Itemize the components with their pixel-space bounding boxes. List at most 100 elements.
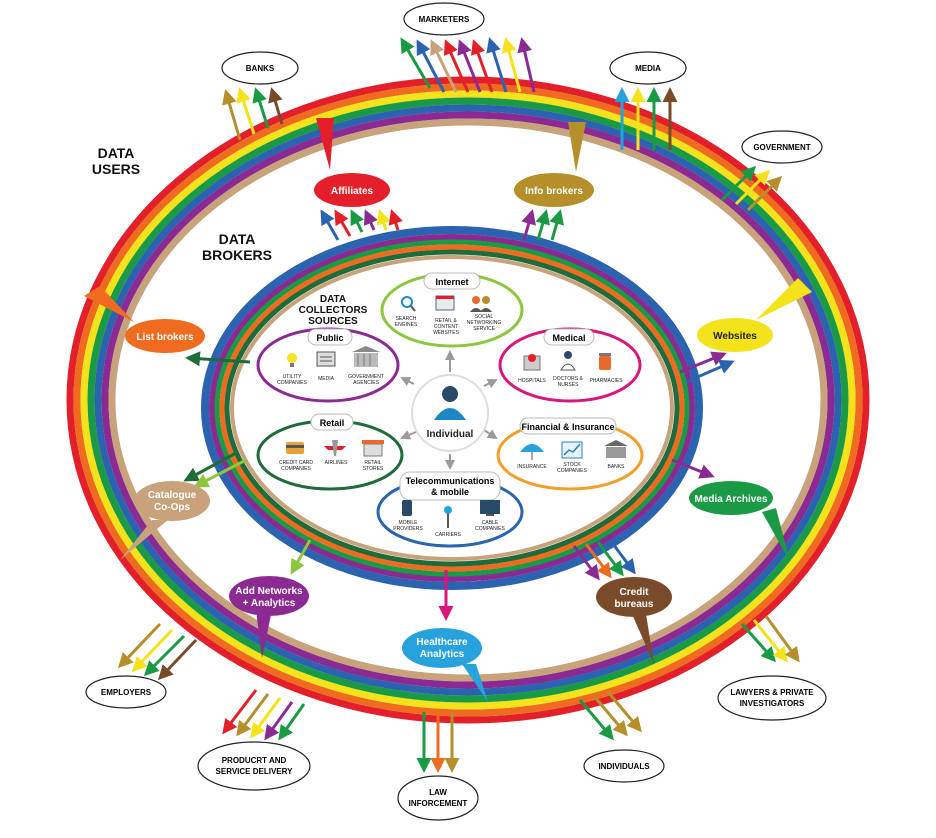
svg-text:ENGINES: ENGINES [395, 322, 418, 328]
cluster-medical: Medical HOSPITALS DOCTORS &NURSES PHARMA… [498, 327, 642, 403]
svg-text:COMPANIES: COMPANIES [277, 380, 307, 386]
svg-text:COLLECTORS: COLLECTORS [299, 305, 368, 316]
heading-data-brokers: DATA BROKERS [202, 231, 272, 263]
search-icon [401, 296, 416, 312]
svg-text:AIRLINES: AIRLINES [325, 460, 348, 466]
svg-text:CARRIERS: CARRIERS [435, 532, 462, 538]
svg-text:MEDIA: MEDIA [635, 64, 661, 73]
svg-text:UTILITY: UTILITY [283, 374, 302, 380]
svg-text:List brokers: List brokers [136, 332, 194, 343]
cluster-title: Medical [552, 333, 585, 343]
user-government: GOVERNMENT [741, 130, 823, 164]
svg-text:LAW: LAW [429, 788, 447, 797]
svg-text:+ Analytics: + Analytics [243, 598, 296, 609]
mobile-phone-icon [402, 500, 412, 516]
svg-text:PROVIDERS: PROVIDERS [393, 526, 423, 532]
svg-text:GOVERNMENT: GOVERNMENT [348, 374, 384, 380]
building-icon [352, 346, 380, 367]
svg-text:COMPANIES: COMPANIES [475, 526, 505, 532]
svg-text:STOCK: STOCK [563, 462, 581, 468]
svg-text:WEBSITES: WEBSITES [433, 330, 460, 336]
svg-text:Catalogue: Catalogue [148, 490, 197, 501]
doctor-icon [560, 351, 576, 371]
svg-text:INFORCEMENT: INFORCEMENT [409, 799, 468, 808]
svg-text:AGENCIES: AGENCIES [353, 380, 380, 386]
svg-text:INVESTIGATORS: INVESTIGATORS [740, 699, 805, 708]
svg-text:COMPANIES: COMPANIES [281, 466, 311, 472]
tv-icon [480, 500, 500, 516]
svg-text:GOVERNMENT: GOVERNMENT [753, 143, 810, 152]
svg-text:bureaus: bureaus [615, 599, 654, 610]
svg-text:PHARMACIES: PHARMACIES [589, 378, 623, 384]
svg-text:DATA: DATA [219, 231, 256, 247]
svg-text:SERVICE: SERVICE [473, 326, 496, 332]
hospital-icon [523, 354, 541, 371]
cluster-title: Internet [435, 277, 468, 287]
heading-collectors: DATA COLLECTORS SOURCES [299, 294, 368, 327]
broker-catalogue: Catalogue Co-Ops [120, 481, 210, 560]
svg-text:SOCIAL: SOCIAL [475, 314, 494, 320]
broker-list-brokers: List brokers [84, 286, 205, 353]
svg-text:CONTENT: CONTENT [434, 324, 458, 330]
website-icon [435, 295, 455, 311]
svg-text:CABLE: CABLE [482, 520, 499, 526]
svg-text:MARKETERS: MARKETERS [419, 15, 470, 24]
svg-text:MOBILE: MOBILE [399, 520, 419, 526]
user-employers: EMPLOYERS [85, 675, 167, 709]
lightbulb-icon [287, 353, 297, 367]
svg-text:Analytics: Analytics [420, 649, 465, 660]
broker-add-networks: Add Networks + Analytics [229, 576, 309, 658]
broker-websites: Websites [697, 278, 812, 352]
svg-text:EMPLOYERS: EMPLOYERS [101, 688, 152, 697]
user-marketers: MARKETERS [403, 2, 485, 36]
heading-data-users: DATA USERS [92, 145, 140, 177]
broker-credit-bureaus: Credit bureaus [596, 577, 672, 664]
newspaper-icon [316, 351, 336, 367]
svg-text:NETWORKING: NETWORKING [467, 320, 502, 326]
credit-card-icon [286, 442, 304, 454]
svg-text:DATA: DATA [320, 294, 346, 305]
cluster-title: Public [316, 333, 343, 343]
person-icon [434, 386, 466, 420]
svg-text:SEARCH: SEARCH [396, 316, 417, 322]
svg-text:MEDIA: MEDIA [318, 376, 335, 382]
user-lawyers: LAWYERS & PRIVATE INVESTIGATORS [717, 675, 827, 721]
user-law-enforcement: LAW INFORCEMENT [397, 775, 479, 821]
people-icon [470, 296, 492, 312]
cluster-title: Financial & Insurance [521, 422, 614, 432]
svg-text:LAWYERS & PRIVATE: LAWYERS & PRIVATE [730, 688, 814, 697]
svg-text:DATA: DATA [98, 145, 135, 161]
broker-media-archives: Media Archives [689, 481, 790, 562]
svg-text:BANKS: BANKS [608, 464, 626, 470]
user-product-delivery: PRODUCRT AND SERVICE DELIVERY [197, 741, 311, 791]
broker-info-brokers: Info brokers [514, 122, 594, 207]
center-arrows [400, 350, 498, 470]
antenna-icon [444, 506, 452, 528]
center-individual: Individual [411, 374, 489, 452]
airplane-icon [324, 440, 346, 456]
svg-text:Websites: Websites [713, 331, 757, 342]
svg-text:Credit: Credit [620, 587, 650, 598]
svg-text:USERS: USERS [92, 161, 140, 177]
cluster-financial: Financial & Insurance INSURANCE STOCKCOM… [496, 417, 644, 491]
svg-text:Media Archives: Media Archives [695, 494, 768, 505]
svg-text:Healthcare: Healthcare [416, 637, 468, 648]
center-label: Individual [427, 429, 474, 440]
svg-text:Info brokers: Info brokers [525, 186, 583, 197]
outer-rings [66, 76, 870, 724]
arrow-bundles [117, 37, 800, 773]
umbrella-icon [520, 444, 544, 460]
broker-healthcare: Healthcare Analytics [402, 628, 488, 702]
store-icon [362, 440, 384, 457]
cluster-title: Telecommunications [406, 476, 495, 486]
broker-affiliates: Affiliates [314, 118, 390, 207]
svg-text:INSURANCE: INSURANCE [517, 464, 547, 470]
cluster-title: Retail [320, 418, 345, 428]
pill-bottle-icon [599, 353, 611, 370]
svg-text:HOSPITALS: HOSPITALS [518, 378, 546, 384]
svg-text:Co-Ops: Co-Ops [154, 502, 191, 513]
svg-text:RETAIL &: RETAIL & [435, 318, 457, 324]
